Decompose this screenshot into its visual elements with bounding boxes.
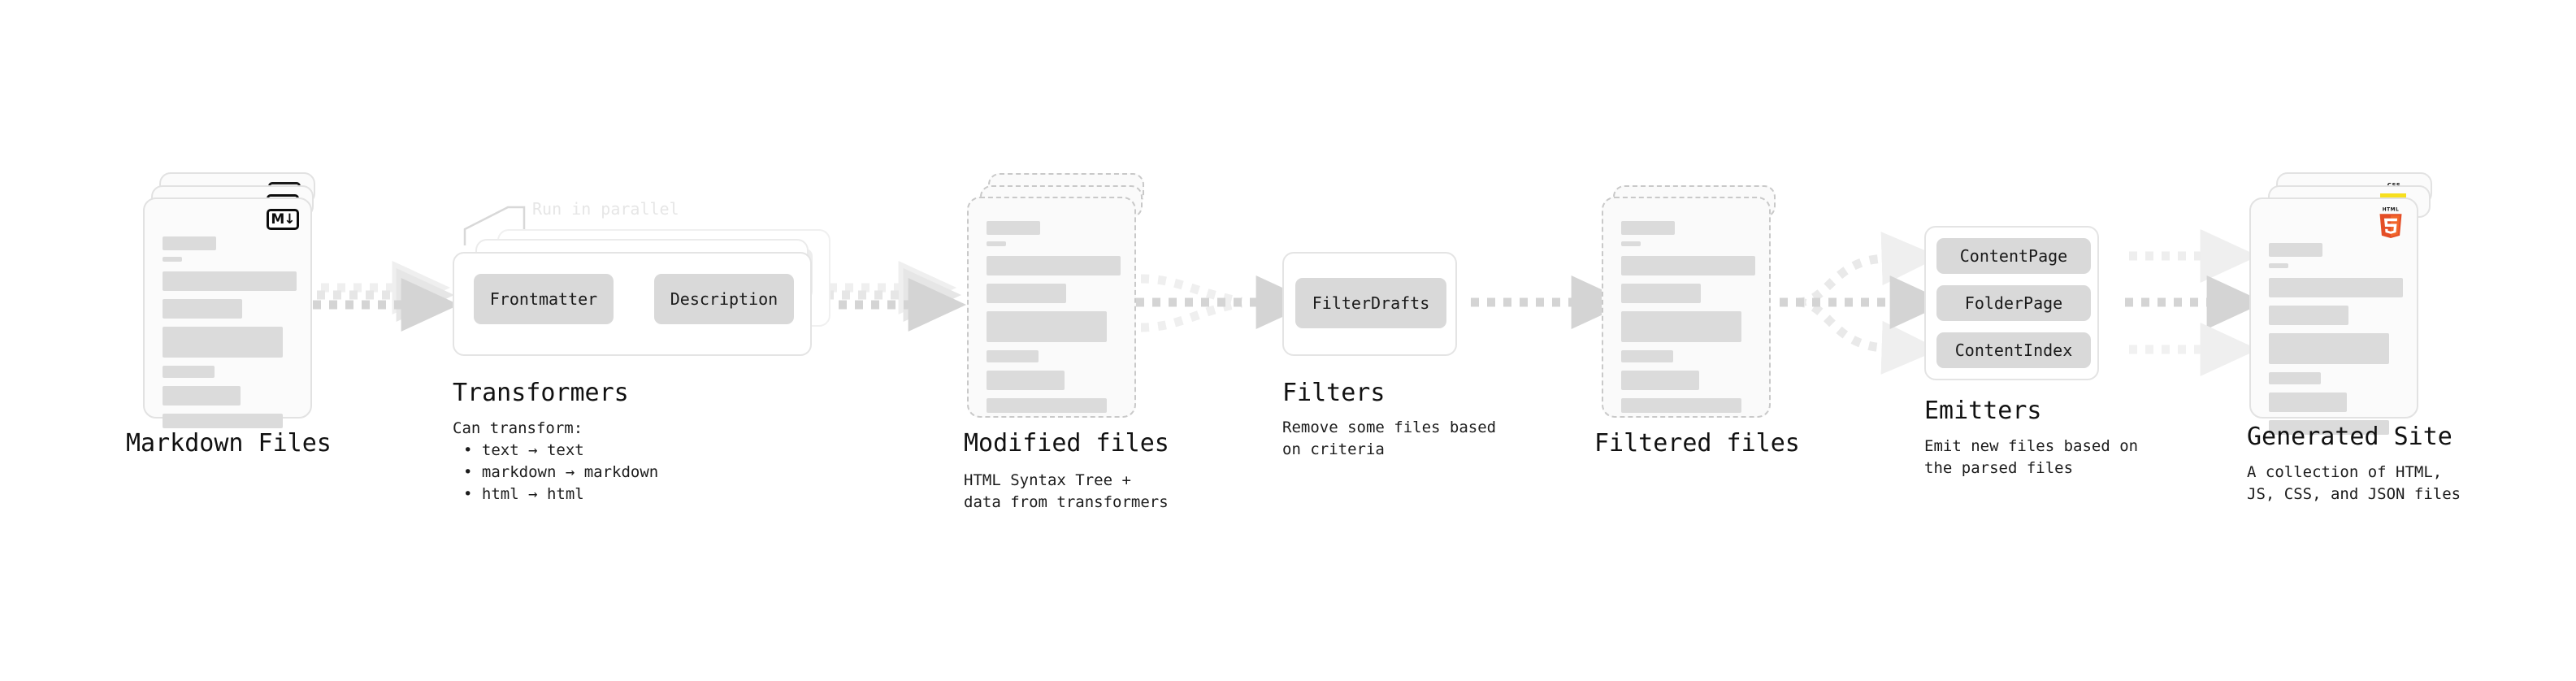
transformer-group: Frontmatter Description: [453, 252, 812, 356]
skeleton-bar: [1621, 311, 1741, 342]
skeleton-bars: [2269, 243, 2403, 441]
emitters-description: Emit new files based on the parsed files: [1924, 437, 2139, 477]
connector-markdown-to-transformers: [313, 261, 460, 332]
filters-group: FilterDrafts: [1282, 252, 1457, 356]
chip-description[interactable]: Description: [654, 274, 794, 324]
chip-frontmatter[interactable]: Frontmatter: [474, 274, 614, 324]
transformers-bullet-2: • html → html: [463, 485, 584, 503]
skeleton-bar: [987, 221, 1040, 235]
connector-transformers-to-modified: [822, 261, 967, 332]
skeleton-bar: [987, 371, 1065, 390]
skeleton-bar: [2269, 393, 2347, 412]
stage-title-markdown-files: Markdown Files: [126, 429, 332, 458]
skeleton-bar: [2269, 333, 2389, 364]
modified-file-card: [967, 197, 1136, 418]
skeleton-bar: [1621, 284, 1701, 303]
skeleton-bar: [987, 350, 1039, 362]
generated-site-description: A collection of HTML, JS, CSS, and JSON …: [2247, 463, 2461, 503]
skeleton-bar: [163, 299, 242, 319]
run-in-parallel-label: Run in parallel: [532, 199, 679, 219]
skeleton-bar: [163, 257, 182, 262]
skeleton-bar: [987, 398, 1107, 413]
connector-emitters-to-site: [2125, 229, 2266, 376]
skeleton-bars: [987, 221, 1121, 419]
transformers-bullet-1: • markdown → markdown: [463, 463, 659, 481]
markdown-file-card: M↓: [143, 197, 312, 428]
skeleton-bar: [2269, 278, 2403, 297]
skeleton-bar: [2269, 420, 2389, 435]
modified-files-description: HTML Syntax Tree + data from transformer…: [964, 471, 1169, 511]
stage-title-emitters: Emitters: [1924, 397, 2042, 425]
filtered-file-card: [1602, 197, 1771, 418]
stage-title-filtered-files: Filtered files: [1594, 429, 1800, 458]
chip-folderpage[interactable]: FolderPage: [1936, 285, 2091, 321]
skeleton-bar: [1621, 371, 1699, 390]
markdown-icon: M↓: [267, 209, 299, 230]
skeleton-bar: [987, 241, 1006, 246]
stage-title-generated-site: Generated Site: [2247, 423, 2452, 451]
html5-icon: HTML: [2376, 206, 2405, 241]
skeleton-bar: [2269, 306, 2348, 325]
skeleton-bar: [1621, 221, 1675, 235]
transformers-description-heading: Can transform:: [453, 419, 583, 437]
skeleton-bars: [1621, 221, 1755, 419]
skeleton-bar: [2269, 243, 2322, 257]
skeleton-bar: [1621, 256, 1755, 275]
skeleton-bar: [163, 236, 216, 250]
connector-filtered-to-emitters: [1780, 232, 1949, 375]
filters-description: Remove some files based on criteria: [1282, 419, 1497, 458]
stage-title-filters: Filters: [1282, 379, 1386, 407]
skeleton-bar: [987, 284, 1066, 303]
skeleton-bar: [1621, 398, 1741, 413]
skeleton-bar: [163, 327, 283, 358]
skeleton-bar: [2269, 372, 2321, 384]
transformers-bullet-0: • text → text: [463, 441, 584, 459]
skeleton-bar: [163, 414, 283, 428]
skeleton-bar: [1621, 241, 1641, 246]
chip-filterdrafts[interactable]: FilterDrafts: [1295, 278, 1446, 328]
connector-modified-to-filters: [1136, 274, 1315, 332]
skeleton-bars: [163, 236, 297, 435]
svg-text:HTML: HTML: [2383, 208, 2400, 213]
skeleton-bar: [163, 366, 215, 378]
skeleton-bar: [2269, 263, 2288, 268]
chip-contentpage[interactable]: ContentPage: [1936, 238, 2091, 274]
chip-contentindex[interactable]: ContentIndex: [1936, 332, 2091, 368]
skeleton-bar: [163, 386, 241, 406]
skeleton-bar: [987, 256, 1121, 275]
skeleton-bar: [987, 311, 1107, 342]
emitters-group: ContentPage FolderPage ContentIndex: [1924, 226, 2099, 380]
skeleton-bar: [163, 271, 297, 291]
generated-file-card: HTML: [2249, 197, 2418, 435]
stage-title-modified-files: Modified files: [964, 429, 1169, 458]
skeleton-bar: [1621, 350, 1673, 362]
stage-title-transformers: Transformers: [453, 379, 629, 407]
